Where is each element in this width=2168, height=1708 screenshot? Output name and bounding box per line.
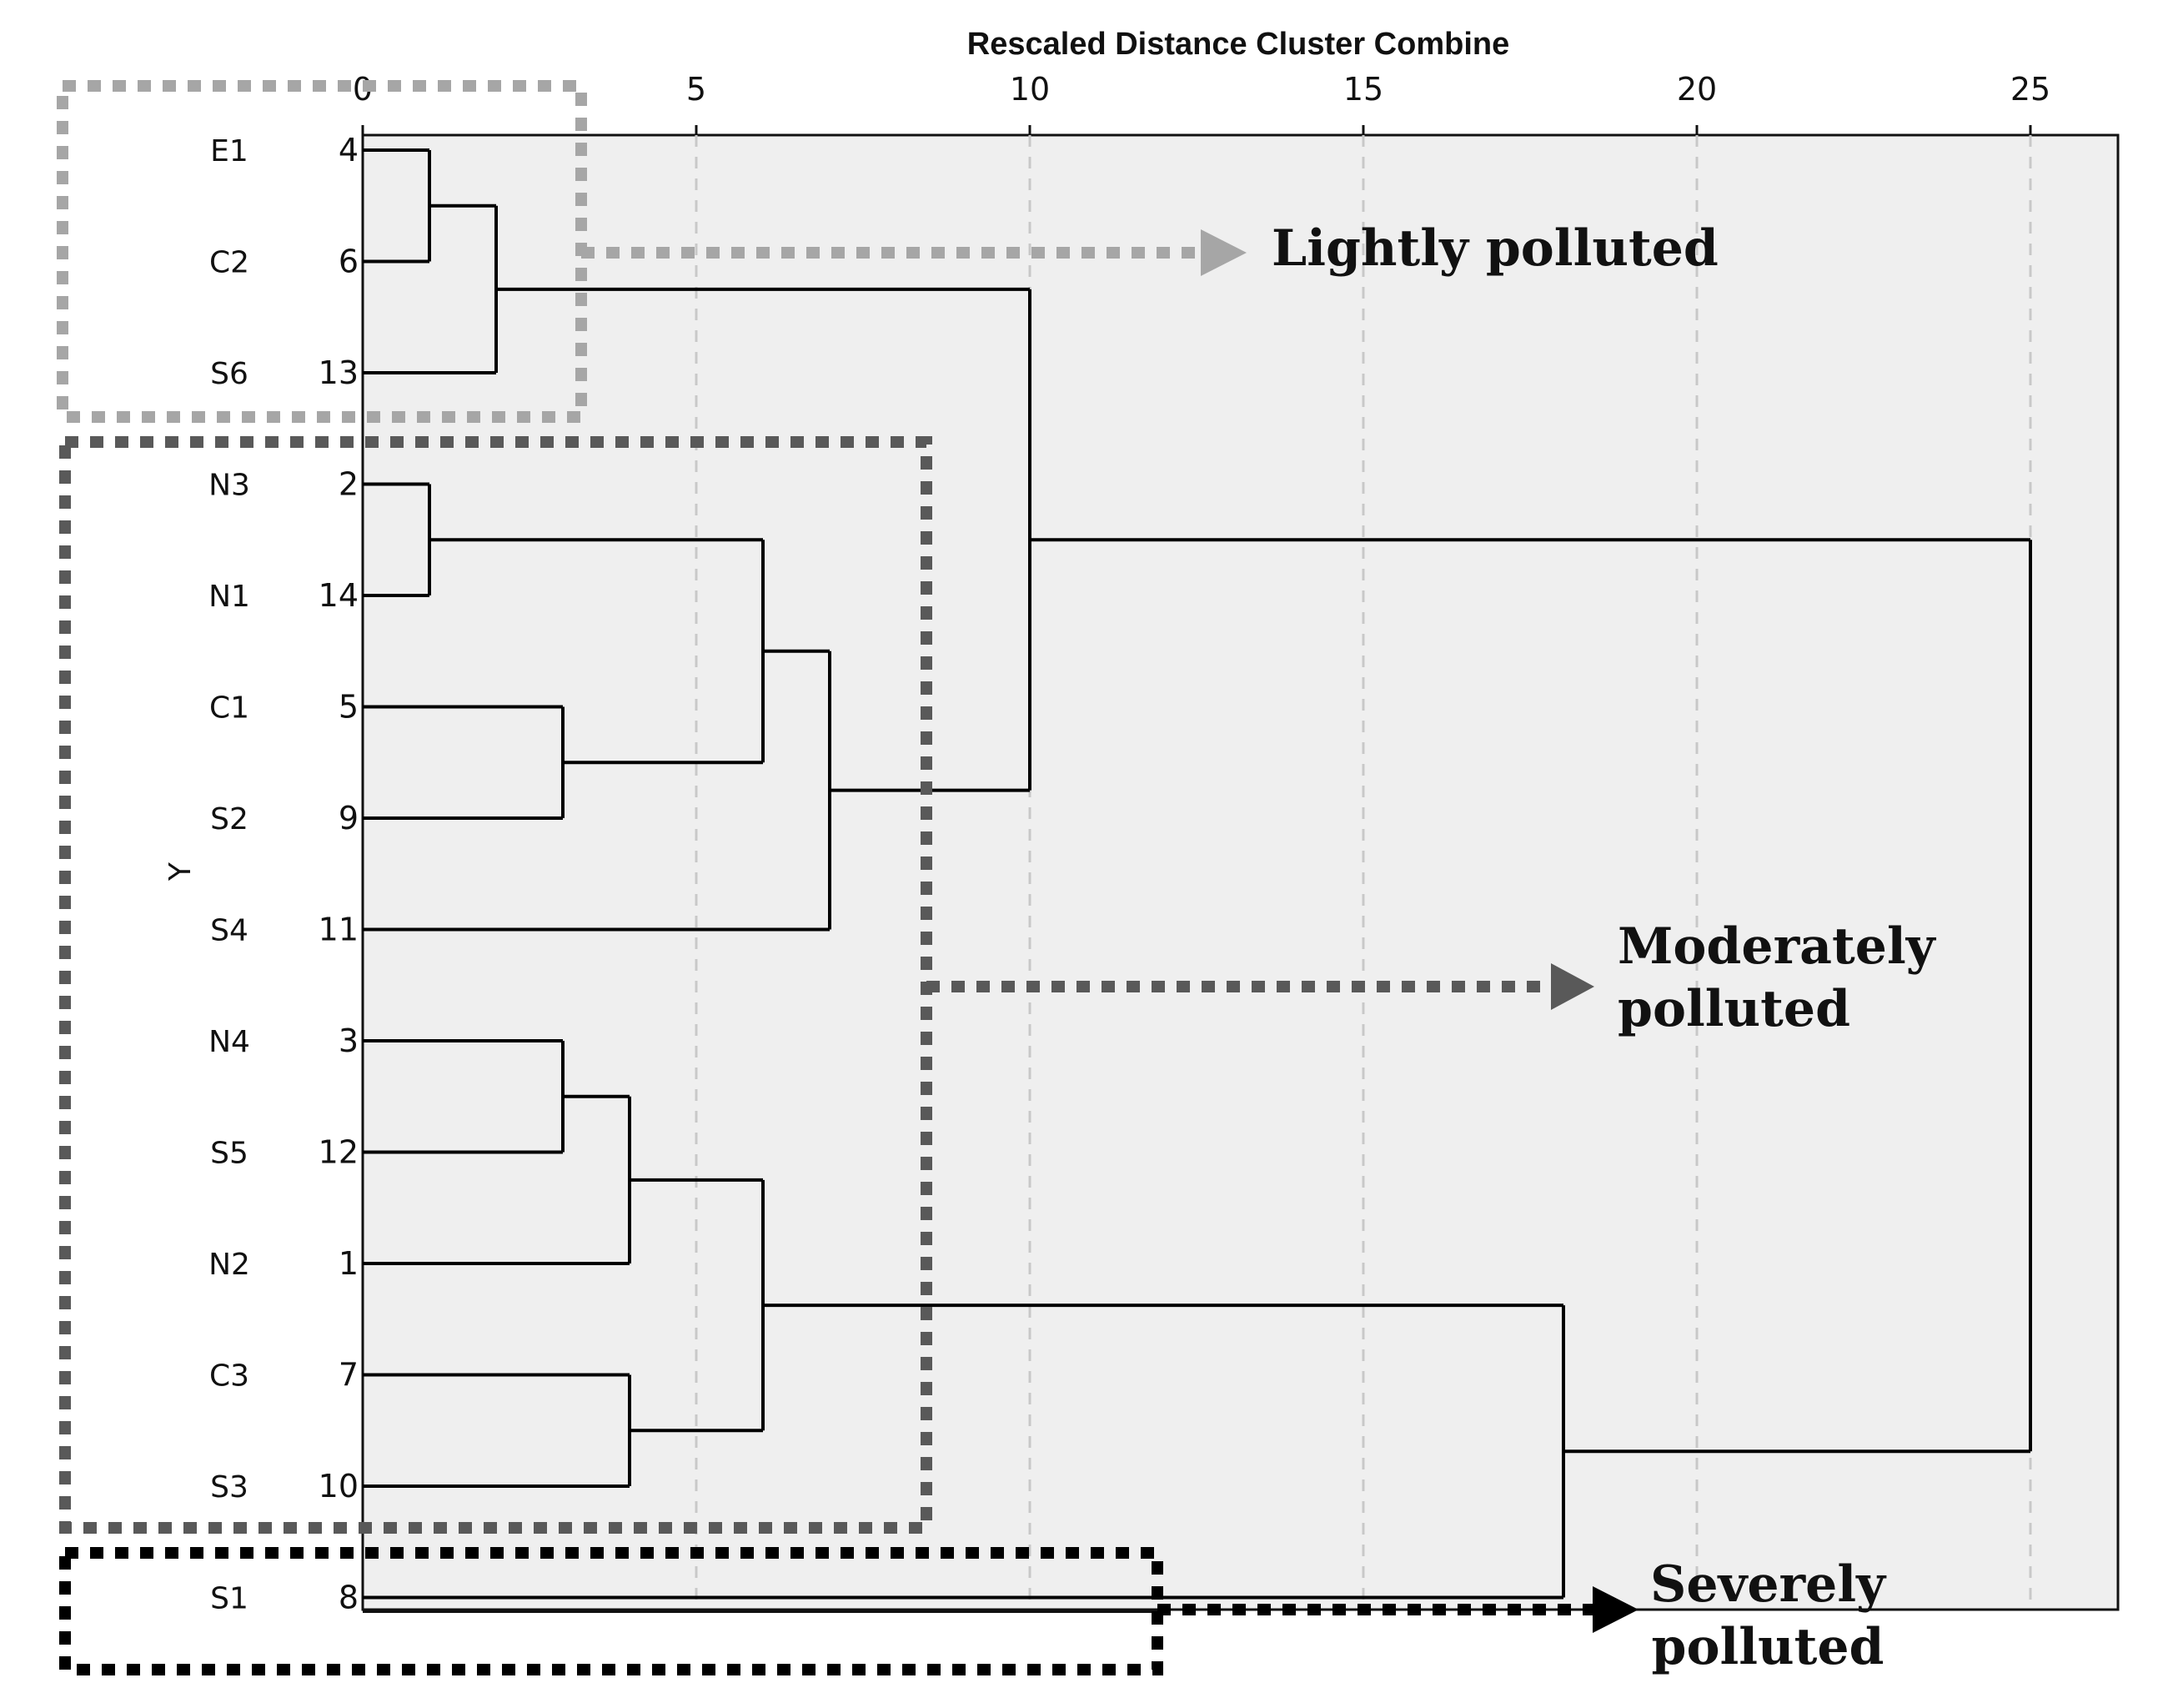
- x-tick-label: 10: [1010, 71, 1050, 108]
- cluster-arrowhead: [1551, 963, 1594, 1010]
- leaf-label: S3: [210, 1470, 248, 1505]
- x-tick-label: 5: [686, 71, 706, 108]
- leaf-label: S5: [210, 1137, 248, 1171]
- leaf-label: S2: [210, 802, 248, 836]
- leaf-label: C3: [209, 1359, 249, 1394]
- leaf-label: N2: [208, 1248, 250, 1282]
- cluster-label: Severely: [1650, 1555, 1887, 1614]
- leaf-case-number: 9: [339, 800, 359, 836]
- leaf-case-number: 2: [339, 466, 359, 503]
- leaf-case-number: 7: [339, 1357, 359, 1394]
- cluster-label: Lightly polluted: [1272, 219, 1719, 278]
- cluster-label: polluted: [1618, 980, 1850, 1038]
- leaf-label: C1: [209, 691, 249, 726]
- leaf-case-number: 10: [319, 1468, 359, 1505]
- x-tick-label: 25: [2010, 71, 2050, 108]
- cluster-label: polluted: [1651, 1618, 1884, 1676]
- axis-title: Rescaled Distance Cluster Combine: [967, 27, 1509, 62]
- leaf-label: S4: [210, 914, 248, 948]
- plot-area: [361, 133, 2120, 1611]
- leaf-case-number: 8: [339, 1580, 359, 1616]
- leaf-label: N4: [208, 1025, 250, 1059]
- leaf-label: C2: [209, 246, 249, 280]
- leaf-label: E1: [210, 134, 248, 168]
- leaf-case-number: 12: [319, 1134, 359, 1171]
- leaf-label: S6: [210, 357, 248, 391]
- x-tick-label: 15: [1343, 71, 1383, 108]
- leaf-case-number: 1: [339, 1245, 359, 1282]
- x-tick-label: 20: [1677, 71, 1717, 108]
- leaf-label: N3: [208, 469, 250, 503]
- leaf-case-number: 3: [339, 1022, 359, 1059]
- leaf-case-number: 5: [339, 689, 359, 726]
- leaf-label: S1: [210, 1582, 248, 1616]
- cluster-arrowhead: [1593, 1586, 1639, 1633]
- leaf-case-number: 11: [319, 912, 359, 948]
- leaf-case-number: 6: [339, 244, 359, 280]
- cluster-arrowhead: [1201, 229, 1247, 276]
- cluster-label: Moderately: [1618, 917, 1937, 976]
- leaf-case-number: 14: [319, 577, 359, 614]
- y-axis-label: Y: [163, 862, 198, 882]
- leaf-case-number: 13: [319, 354, 359, 391]
- leaf-label: N1: [208, 580, 250, 614]
- leaf-case-number: 4: [339, 132, 359, 168]
